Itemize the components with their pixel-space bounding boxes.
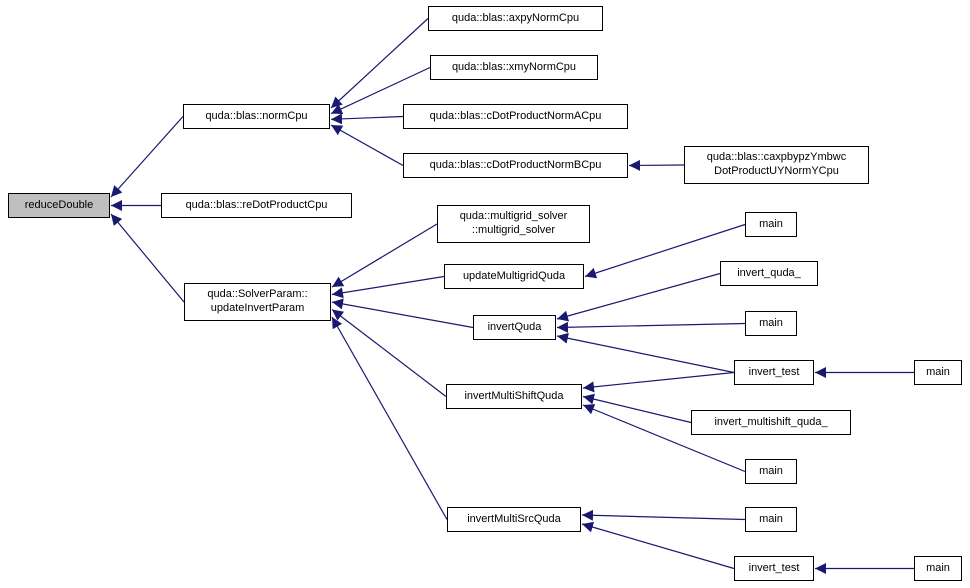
node-reduce-double: reduceDouble (8, 193, 110, 218)
node-quda-blas-cdot-product-norm-a-cpu[interactable]: quda::blas::cDotProductNormACpu (403, 104, 628, 129)
node-quda-blas-caxpbypz-ymbwc-dot-product-uy-norm-y-cpu[interactable]: quda::blas::caxpbypzYmbwc DotProductUYNo… (684, 146, 869, 184)
node-invert-quda[interactable]: invertQuda (473, 315, 556, 340)
node-invert-test-1[interactable]: invert_test (734, 360, 814, 385)
node-quda-blas-axpy-norm-cpu[interactable]: quda::blas::axpyNormCpu (428, 6, 603, 31)
node-main-6[interactable]: main (914, 556, 962, 581)
node-quda-multigrid-solver[interactable]: quda::multigrid_solver ::multigrid_solve… (437, 205, 590, 243)
node-main-4[interactable]: main (745, 459, 797, 484)
node-main-3[interactable]: main (914, 360, 962, 385)
node-update-multigrid-quda[interactable]: updateMultigridQuda (444, 264, 584, 289)
node-quda-solver-param-update-invert-param[interactable]: quda::SolverParam:: updateInvertParam (184, 283, 331, 321)
node-main-5[interactable]: main (745, 507, 797, 532)
node-quda-blas-xmy-norm-cpu[interactable]: quda::blas::xmyNormCpu (430, 55, 598, 80)
node-quda-blas-cdot-product-norm-b-cpu[interactable]: quda::blas::cDotProductNormBCpu (403, 153, 628, 178)
node-invert-multi-src-quda[interactable]: invertMultiSrcQuda (447, 507, 581, 532)
node-main-1[interactable]: main (745, 212, 797, 237)
node-quda-blas-norm-cpu[interactable]: quda::blas::normCpu (183, 104, 330, 129)
node-invert-quda-underscore[interactable]: invert_quda_ (720, 261, 818, 286)
node-main-2[interactable]: main (745, 311, 797, 336)
node-quda-blas-re-dot-product-cpu[interactable]: quda::blas::reDotProductCpu (161, 193, 352, 218)
node-invert-test-2[interactable]: invert_test (734, 556, 814, 581)
node-invert-multi-shift-quda[interactable]: invertMultiShiftQuda (446, 384, 582, 409)
node-invert-multishift-quda-underscore[interactable]: invert_multishift_quda_ (691, 410, 851, 435)
